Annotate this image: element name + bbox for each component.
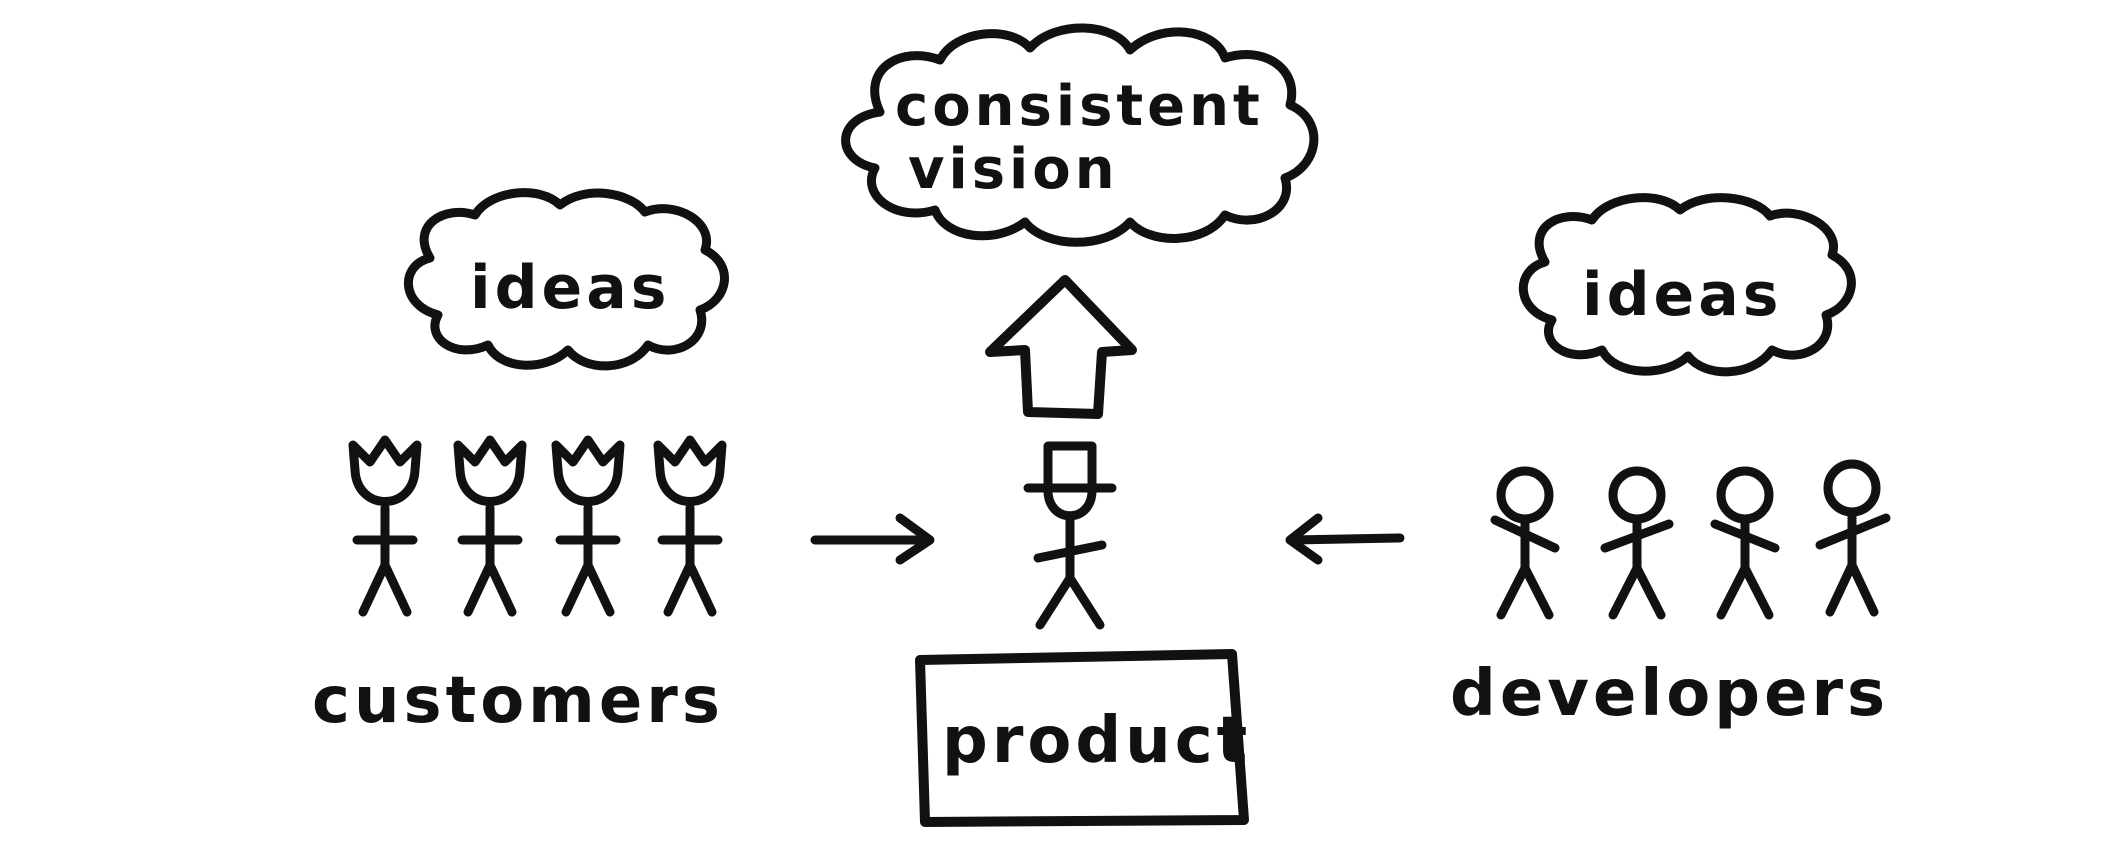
customers-group: customers bbox=[312, 435, 727, 738]
developer-figure bbox=[1600, 466, 1674, 620]
customer-figure bbox=[551, 435, 625, 617]
product-owner-figure bbox=[1023, 441, 1117, 630]
customer-figure bbox=[453, 435, 527, 617]
developers-group: developers bbox=[1450, 459, 1891, 731]
product-box: product bbox=[915, 649, 1251, 827]
customer-ideas-cloud: ideas bbox=[403, 188, 729, 371]
developer-ideas-cloud: ideas bbox=[1518, 193, 1856, 377]
customer-figure bbox=[348, 435, 422, 617]
vision-cloud: consistent vision bbox=[841, 23, 1319, 247]
developer-figure bbox=[1710, 466, 1780, 620]
developers-label: developers bbox=[1450, 657, 1889, 731]
customer-ideas-text: ideas bbox=[470, 253, 670, 323]
up-arrow-icon bbox=[985, 275, 1137, 419]
customers-label: customers bbox=[312, 664, 724, 738]
developer-ideas-text: ideas bbox=[1582, 260, 1782, 330]
right-arrow-icon bbox=[810, 513, 935, 565]
vision-cloud-line2: vision bbox=[908, 137, 1119, 202]
customer-figure bbox=[653, 435, 727, 617]
vision-cloud-line1: consistent bbox=[895, 74, 1264, 139]
developer-figure bbox=[1815, 459, 1891, 617]
developer-figure bbox=[1490, 466, 1560, 620]
product-label: product bbox=[942, 704, 1251, 778]
left-arrow-icon bbox=[1285, 513, 1405, 565]
